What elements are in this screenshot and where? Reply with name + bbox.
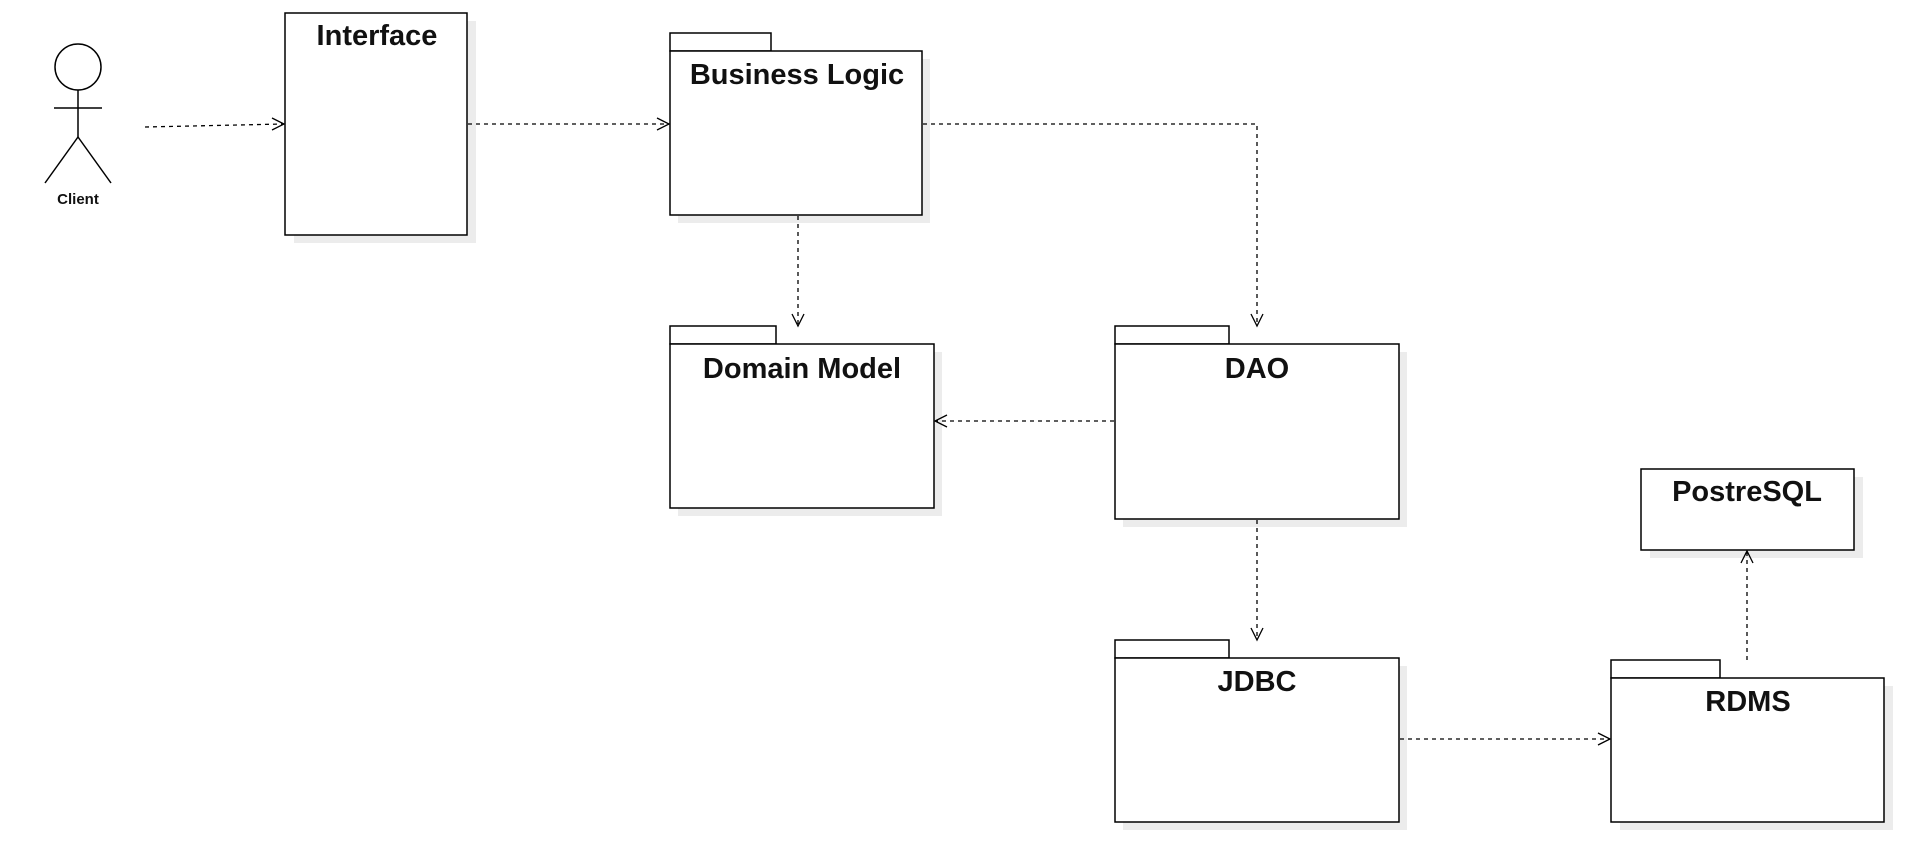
edge-jdbc-to-rdms[interactable] <box>1400 732 1612 746</box>
business-logic-title: Business Logic <box>690 59 904 91</box>
business-logic-package[interactable]: Business Logic <box>669 32 930 223</box>
jdbc-package[interactable]: JDBC <box>1114 639 1407 830</box>
rdms-tab <box>1610 659 1721 679</box>
edge-line <box>144 123 285 128</box>
business-logic-box <box>669 50 923 216</box>
business-logic-tab <box>669 32 772 52</box>
arrowhead-icon <box>271 117 286 131</box>
domain-model-package[interactable]: Domain Model <box>669 325 942 516</box>
actor-head <box>54 43 102 91</box>
arrowhead-icon <box>1740 549 1754 564</box>
postgresql-title: PostreSQL <box>1672 476 1822 508</box>
arrowhead-icon <box>1597 732 1612 746</box>
rdms-title: RDMS <box>1705 686 1790 718</box>
interface-node[interactable]: Interface <box>284 12 476 243</box>
arrowhead-icon <box>1250 627 1264 642</box>
actor-right-leg <box>77 136 112 184</box>
arrowhead-icon <box>656 117 671 131</box>
client-actor[interactable]: Client <box>44 43 112 208</box>
dao-package[interactable]: DAO <box>1114 325 1407 527</box>
dao-box <box>1114 343 1400 520</box>
postgresql-node[interactable]: PostreSQL <box>1640 468 1863 558</box>
interface-title: Interface <box>317 20 438 52</box>
edge-business-logic-to-domain-model[interactable] <box>791 216 805 328</box>
jdbc-title: JDBC <box>1218 666 1297 698</box>
rdms-box <box>1610 677 1885 823</box>
actor-left-leg <box>44 136 79 184</box>
edge-dao-to-domain-model[interactable] <box>933 414 1114 428</box>
domain-model-box <box>669 343 935 509</box>
postgresql-box <box>1640 468 1855 551</box>
arrowhead-icon <box>791 313 805 328</box>
jdbc-box <box>1114 657 1400 823</box>
rdms-package[interactable]: RDMS <box>1610 659 1893 830</box>
jdbc-tab <box>1114 639 1230 659</box>
arrowhead-icon <box>1250 313 1264 328</box>
edge-rdms-to-postgresql[interactable] <box>1740 549 1754 660</box>
dao-tab <box>1114 325 1230 345</box>
arrowhead-icon <box>933 414 948 428</box>
domain-model-tab <box>669 325 777 345</box>
edge-client-to-interface[interactable] <box>144 117 286 131</box>
edge-dao-to-jdbc[interactable] <box>1250 520 1264 642</box>
dependency-edges <box>144 117 1754 746</box>
actor-label: Client <box>57 191 99 208</box>
dao-title: DAO <box>1225 353 1289 385</box>
edge-interface-to-business-logic[interactable] <box>468 117 671 131</box>
edge-business-logic-to-dao[interactable] <box>923 123 1264 328</box>
edge-line <box>923 123 1258 326</box>
interface-box <box>284 12 468 236</box>
domain-model-title: Domain Model <box>703 353 901 385</box>
